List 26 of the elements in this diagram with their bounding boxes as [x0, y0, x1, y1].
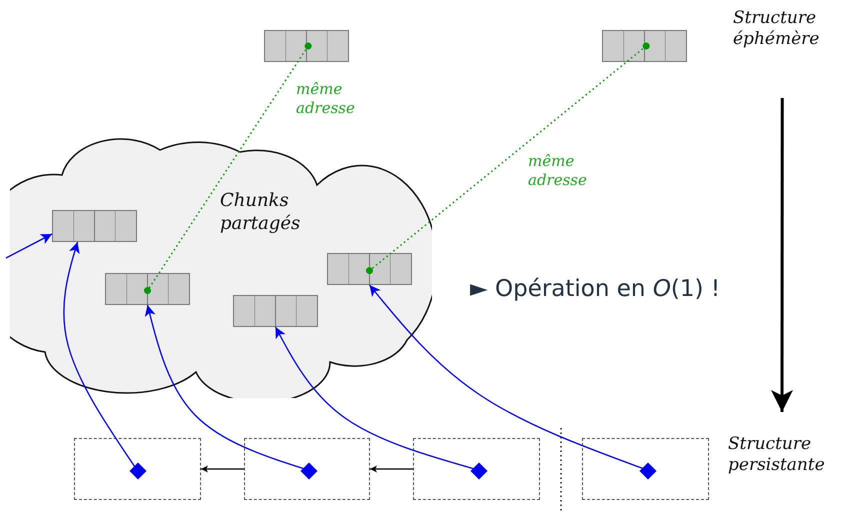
arrow [370, 466, 413, 472]
arrow [771, 98, 794, 412]
array-block [264, 30, 349, 62]
arrow [6, 233, 52, 259]
annotation-label: même adresse [528, 152, 588, 190]
array-block [602, 30, 687, 62]
dashed-frame [582, 438, 709, 500]
array-block [105, 273, 190, 305]
arrow [144, 304, 308, 471]
arrow [369, 284, 648, 471]
dashed-frame [413, 438, 540, 500]
statement-text: ► Opération en O(1) ! [470, 276, 722, 302]
array-block [327, 253, 412, 285]
array-block [233, 295, 318, 327]
arrow [274, 326, 478, 471]
cloud-label: Chunks partagés [220, 190, 302, 235]
arrow [201, 466, 244, 472]
dotted-link [144, 42, 312, 294]
annotation-label: même adresse [296, 80, 356, 118]
dashed-frame [244, 438, 370, 500]
dotted-link [366, 42, 650, 274]
side-label: Structure persistante [728, 433, 826, 476]
dashed-frame [74, 438, 201, 500]
array-block [52, 210, 137, 242]
side-label: Structure éphémère [733, 8, 820, 50]
arrow [63, 242, 138, 470]
